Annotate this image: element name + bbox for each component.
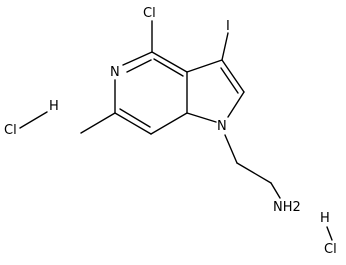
salt-label-right-cl: Cl bbox=[324, 242, 337, 257]
atom-label-pyridine-nitrogen: N bbox=[110, 65, 120, 80]
bond-ch2-nh2 bbox=[270, 182, 281, 199]
atom-label-pyrrole-nitrogen: N bbox=[217, 119, 227, 134]
salt-label-left-cl: Cl bbox=[4, 123, 17, 138]
bond-c7a-c7 bbox=[150, 112, 188, 135]
salt-label-left-h: H bbox=[49, 99, 59, 114]
bond-n1-c7a bbox=[186, 112, 217, 123]
atom-label-iodine: I bbox=[226, 19, 230, 34]
atom-label-amine: NH2 bbox=[273, 200, 301, 215]
bond-c3-c2 bbox=[221, 59, 245, 93]
bond-n1-ch2 bbox=[224, 134, 238, 164]
bond-c3-c2-inner bbox=[220, 67, 239, 94]
bond-c3a-c3 bbox=[186, 59, 223, 73]
bond-c7-c6-inner bbox=[119, 108, 151, 128]
bond-ch2-ch2 bbox=[236, 162, 272, 184]
bond-c4-c3a bbox=[151, 51, 188, 73]
atom-labels: Cl I N N NH2 Cl H H Cl bbox=[4, 6, 337, 257]
bond-n5-c4-inner bbox=[126, 59, 152, 73]
bond-c7-c6 bbox=[114, 112, 152, 135]
bond-c3-i bbox=[221, 32, 229, 61]
bond-c4-c3a-inner bbox=[153, 58, 184, 77]
bond-hcl-left bbox=[19, 111, 48, 129]
salt-label-right-h: H bbox=[320, 211, 330, 226]
bonds bbox=[19, 20, 333, 241]
bond-n5-c4 bbox=[122, 51, 153, 66]
bond-c6-methyl bbox=[80, 112, 116, 134]
bond-c2-n1 bbox=[227, 91, 245, 118]
atom-label-chlorine: Cl bbox=[143, 6, 156, 21]
bond-hcl-right bbox=[326, 226, 333, 241]
